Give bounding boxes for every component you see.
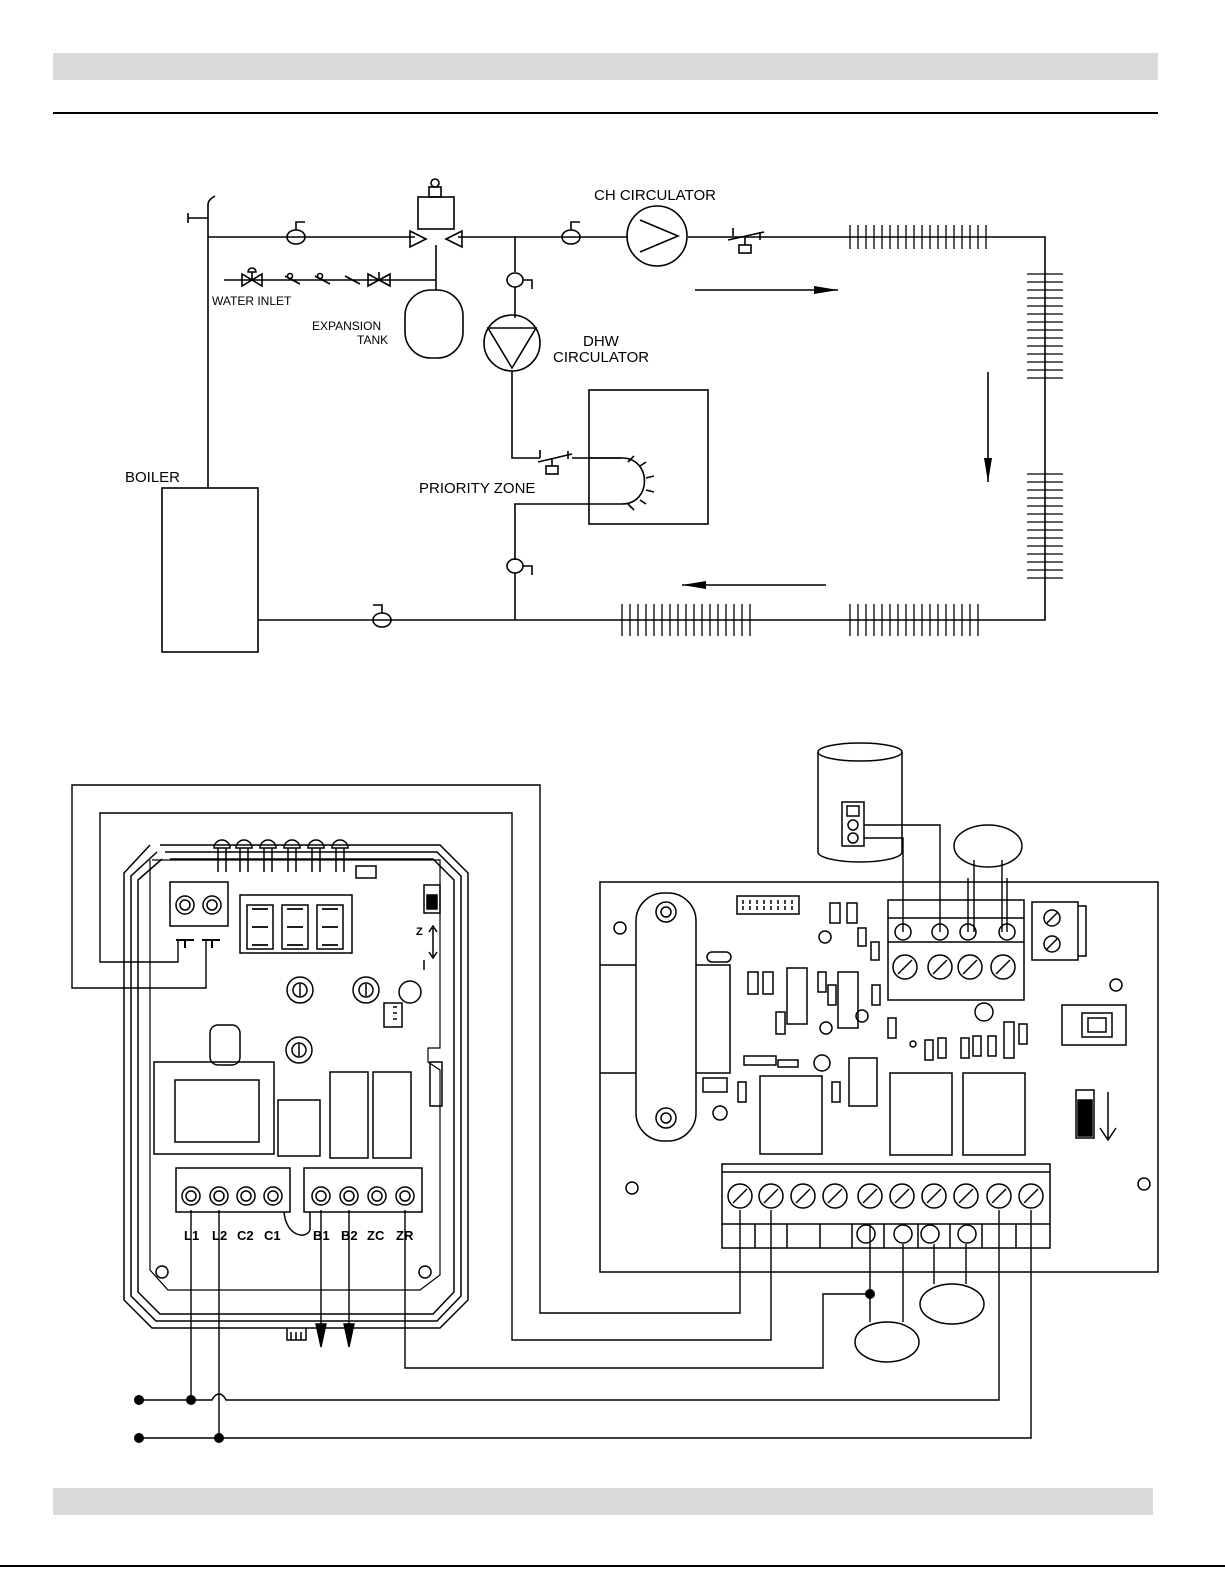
expansion-tank-icon [405, 290, 463, 358]
phone-jack [1062, 1005, 1126, 1045]
terminal-label-zr: ZR [396, 1228, 414, 1243]
relay [373, 1072, 411, 1158]
footer-bar [53, 1488, 1153, 1515]
terminal-label-c2: C2 [237, 1228, 254, 1243]
thermostat-terminal-block [888, 918, 1024, 1000]
terminal-label-c1: C1 [264, 1228, 281, 1243]
switch-mark: Z [416, 926, 423, 938]
dhw-circulator-label-1: DHW [583, 333, 620, 350]
dhw-pipe-mid [512, 371, 540, 458]
terminal-label-l2: L2 [212, 1228, 227, 1243]
thermostat-oval [954, 825, 1022, 867]
boiler-box [162, 488, 258, 652]
vent-stub [208, 196, 215, 205]
pot-dial [353, 977, 379, 1003]
zone-output-terminal-block [722, 1164, 1050, 1224]
field-wiring [72, 785, 1031, 1438]
wire-junctions [134, 1289, 875, 1443]
ribbon-connector [737, 896, 799, 914]
aquastat [842, 802, 864, 846]
pump-arrow [640, 220, 678, 252]
sensor-terminal-block [170, 882, 228, 926]
terminal-screws [182, 1187, 414, 1205]
piping-diagram: CH CIRCULATOR WATER INLET EXPANSION TANK… [0, 0, 1225, 700]
priority-control-box [124, 840, 468, 1340]
dhw-circulator-icon [484, 315, 540, 371]
ch-circulator-label: CH CIRCULATOR [594, 187, 716, 204]
pot-dial [287, 977, 313, 1003]
led-row [214, 840, 376, 878]
ball-valve-icon [507, 559, 523, 573]
dhw-return-pipe [515, 504, 590, 560]
footer-rule [0, 1565, 1225, 1567]
zone-valve-oval [920, 1284, 984, 1324]
relay [963, 1073, 1025, 1155]
seven-segment-display [240, 895, 352, 953]
ic-chip [849, 1058, 877, 1106]
lower-terminal-screws [728, 1184, 1043, 1208]
terminal-label-l1: L1 [184, 1228, 199, 1243]
zone-valve-icon [538, 454, 572, 462]
air-separator-icon [418, 197, 454, 229]
board-transformer [636, 893, 696, 1141]
boiler-label: BOILER [125, 469, 180, 486]
relay [330, 1072, 368, 1158]
side-connector [1032, 902, 1078, 960]
board-switch [1076, 1090, 1094, 1138]
expansion-tank-label-1: EXPANSION [312, 319, 381, 333]
terminal-label-zc: ZC [367, 1228, 385, 1243]
ball-valve-icon [507, 273, 523, 287]
ic-chip [838, 972, 858, 1028]
water-inlet-label: WATER INLET [212, 294, 292, 308]
circulator-oval [855, 1322, 919, 1362]
valve-handle [296, 222, 305, 230]
terminal-label-b2: B2 [341, 1228, 358, 1243]
zone-terminal-block [304, 1168, 422, 1212]
power-terminal-block [176, 1168, 290, 1212]
heating-loop-pipe [258, 237, 1045, 620]
vent-tee [188, 213, 208, 223]
expansion-tank-label-2: TANK [357, 333, 388, 347]
terminal-label-b1: B1 [313, 1228, 330, 1243]
ic-chip [787, 968, 807, 1024]
dip-switch [424, 885, 440, 913]
pump-arrow [488, 328, 536, 368]
transformer [154, 1062, 274, 1154]
valve-handle [571, 222, 580, 230]
relay [890, 1073, 952, 1155]
indirect-water-heater [818, 743, 902, 862]
air-vent-icon [429, 187, 441, 197]
priority-zone-label: PRIORITY ZONE [419, 480, 535, 497]
tank-coil [590, 458, 645, 504]
zone-relay-board [600, 882, 1158, 1272]
relay [760, 1076, 822, 1154]
separator-ports [410, 231, 462, 247]
pot-dial [286, 1037, 312, 1063]
dhw-circulator-label-2: CIRCULATOR [553, 349, 649, 366]
